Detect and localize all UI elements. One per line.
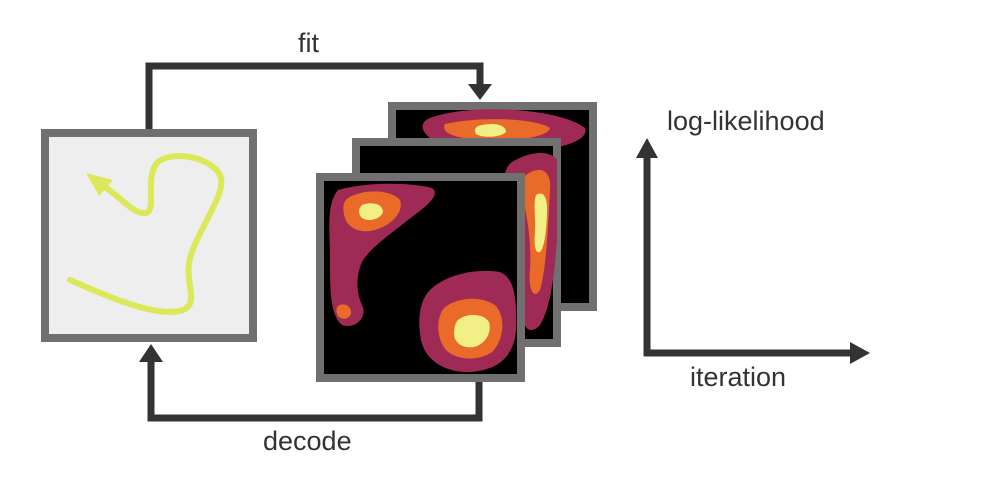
x-axis-label: iteration (690, 362, 786, 392)
fit-loop-arrow (145, 62, 492, 130)
decode-loop-arrow (139, 344, 483, 422)
y-axis-label: log-likelihood (667, 106, 825, 136)
trajectory-arrow-icon (67, 153, 225, 315)
y-axis-arrow (636, 138, 658, 356)
fit-label: fit (298, 28, 320, 58)
trajectory-panel (41, 129, 257, 342)
field-map-front (316, 173, 525, 382)
decode-label: decode (263, 426, 352, 456)
x-axis-arrow (644, 342, 870, 364)
